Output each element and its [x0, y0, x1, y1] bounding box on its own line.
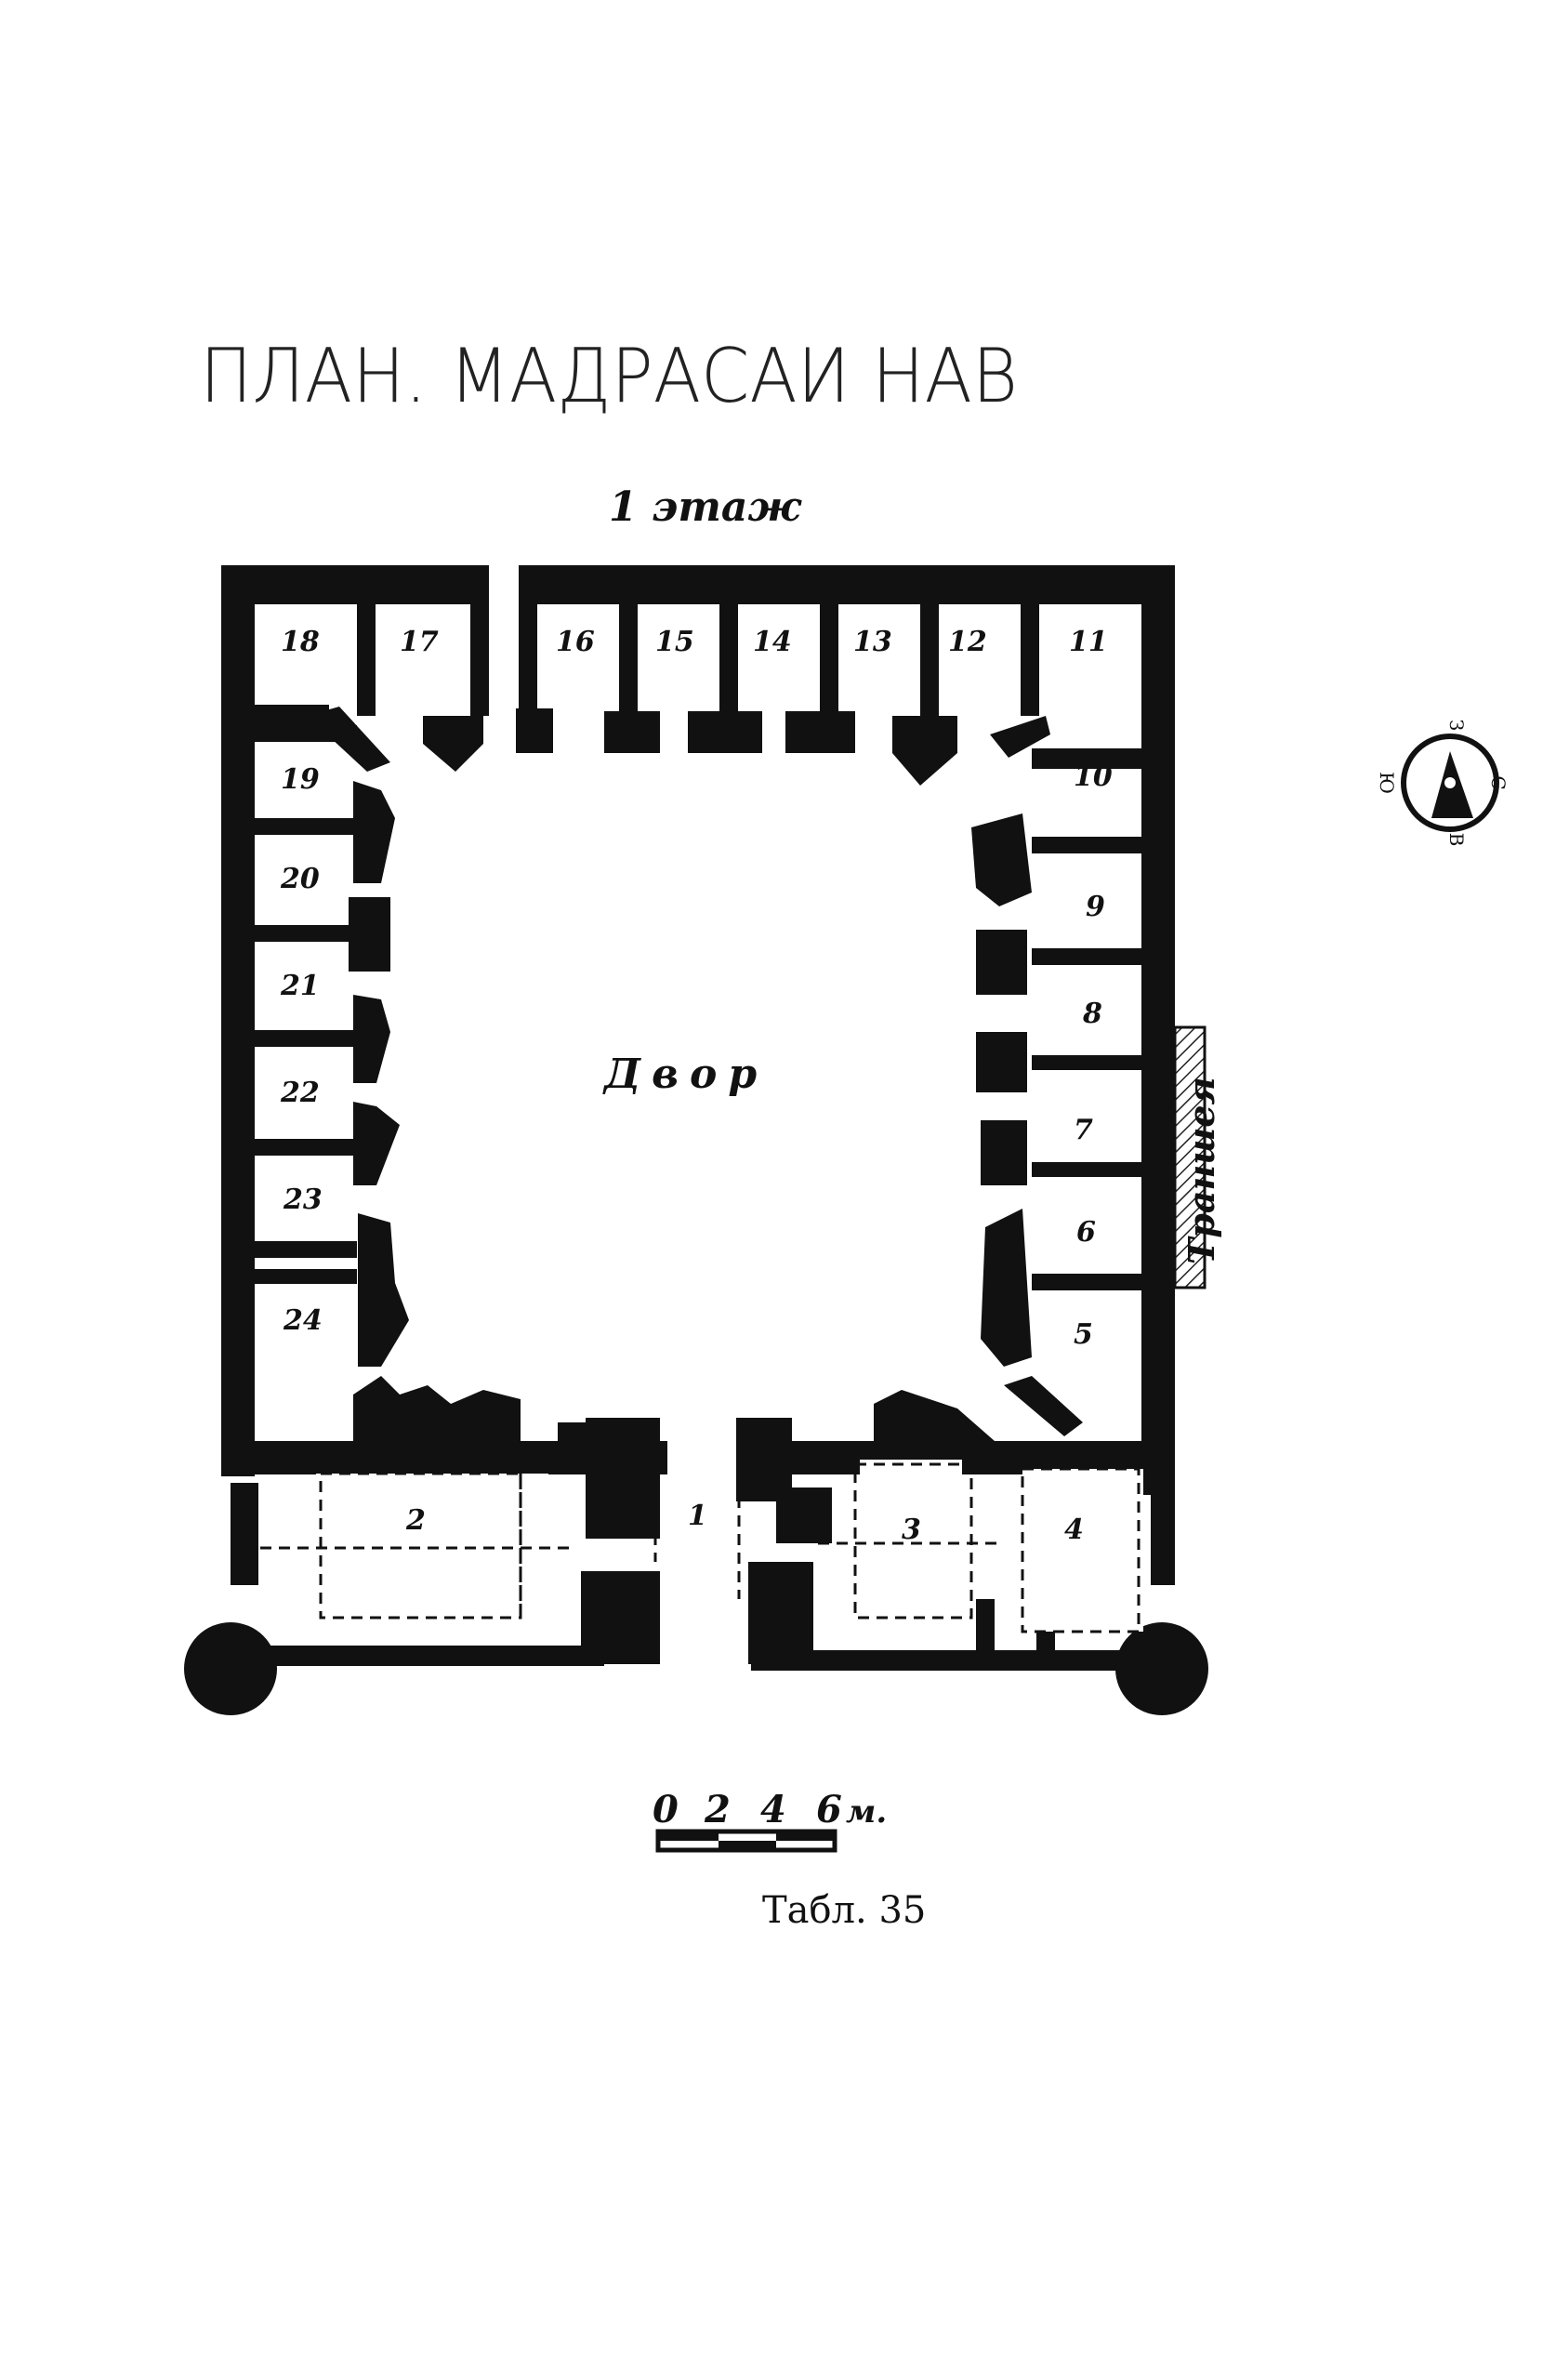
- scale-tick-2: 2: [704, 1788, 731, 1831]
- compass-south: Ю: [1376, 772, 1398, 794]
- west-cell-walls: [255, 725, 409, 1367]
- room-label: 14: [753, 626, 792, 658]
- room-label: 13: [853, 626, 892, 658]
- room-label: 4: [1064, 1514, 1084, 1546]
- room-label: 12: [948, 626, 987, 658]
- compass-west: З: [1445, 720, 1468, 731]
- room-label: 3: [902, 1514, 921, 1546]
- scale-unit: м.: [846, 1793, 887, 1831]
- room-label: 11: [1069, 626, 1108, 658]
- scale-bar: 0 2 4 6 м.: [653, 1788, 887, 1853]
- compass-north: С: [1487, 775, 1510, 789]
- compass-icon: С Ю В З: [1376, 720, 1510, 847]
- room-label: 21: [280, 970, 320, 1002]
- east-cell-walls: [971, 748, 1141, 1436]
- room-label: 8: [1082, 998, 1102, 1030]
- compass-east: В: [1445, 833, 1468, 847]
- room-label: 5: [1074, 1318, 1093, 1351]
- scale-tick-6: 6: [816, 1788, 842, 1831]
- room-label: 19: [281, 763, 320, 796]
- room-label: 7: [1074, 1114, 1093, 1146]
- room-label: 15: [655, 626, 694, 658]
- room-label: 24: [283, 1304, 323, 1337]
- room-label: 22: [280, 1077, 320, 1109]
- south-walls: [353, 1376, 1055, 1664]
- room-label: 23: [283, 1183, 323, 1216]
- south-rooms: [242, 1422, 1143, 1633]
- plate-number: Табл. 35: [762, 1889, 926, 1932]
- room-label: 17: [400, 626, 439, 658]
- trench-label: Траншея: [1180, 1077, 1222, 1264]
- room-label: 6: [1076, 1216, 1096, 1249]
- courtyard-label: Двор: [602, 1051, 768, 1098]
- room-label: 16: [556, 626, 595, 658]
- room-label: 2: [405, 1504, 426, 1537]
- room-label: 10: [1074, 760, 1113, 793]
- trench-hatching: [1173, 1025, 1207, 1289]
- corner-tower-left: [184, 1622, 277, 1715]
- room-labels: 1 2 3 4 5 6 7 8 9 10 11 12 13 14 15 16 1…: [280, 626, 1113, 1546]
- plan-title: ПЛАН. МАДРАСАИ НАВ: [200, 333, 1018, 419]
- floor-label: 1 этаж: [609, 483, 802, 531]
- corner-tower-right: [1115, 1622, 1208, 1715]
- outer-walls: [184, 565, 1208, 1715]
- scale-tick-4: 4: [760, 1788, 786, 1831]
- room-label: 9: [1086, 891, 1105, 923]
- scale-tick-0: 0: [653, 1788, 679, 1831]
- room-label: 20: [280, 863, 320, 895]
- room-label: 18: [281, 626, 320, 658]
- north-cell-walls: [255, 595, 1050, 786]
- room-label: 1: [688, 1500, 707, 1532]
